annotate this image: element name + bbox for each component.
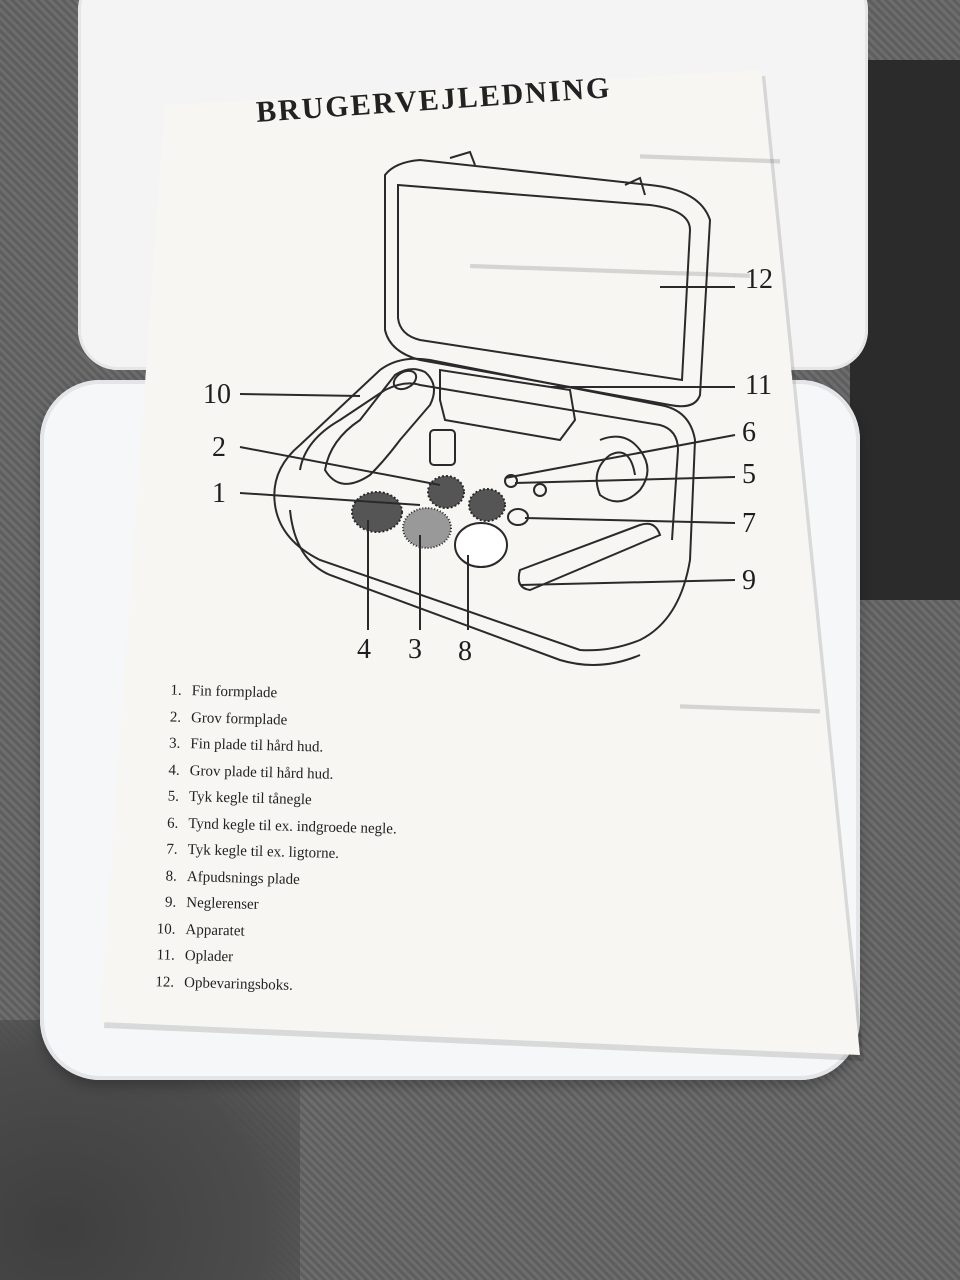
- diagram-label-10: 10: [203, 379, 231, 410]
- diagram-label-4: 4: [357, 634, 371, 665]
- diagram-label-7: 7: [742, 508, 756, 539]
- diagram-label-2: 2: [212, 432, 226, 463]
- diagram-nail-cleaner: [517, 522, 662, 592]
- diagram-charger: [439, 368, 577, 442]
- diagram-attachment-8: [454, 522, 508, 568]
- diagram-case-base: [273, 357, 697, 652]
- diagram-label-1: 1: [212, 478, 226, 509]
- diagram-label-11: 11: [745, 370, 772, 401]
- parts-list: 1.Fin formplade 2.Grov formplade 3.Fin p…: [142, 682, 470, 1008]
- diagram-label-6: 6: [742, 417, 756, 448]
- diagram-label-3: 3: [408, 634, 422, 665]
- black-box: [850, 60, 960, 600]
- diagram-attachment-1: [351, 491, 403, 533]
- diagram-cord: [595, 435, 649, 503]
- diagram-case-lid: [384, 158, 712, 408]
- diagram-attachment-2b: [468, 488, 506, 522]
- diagram-label-9: 9: [742, 565, 756, 596]
- diagram-attachment-2: [427, 475, 465, 509]
- diagram-label-5: 5: [742, 459, 756, 490]
- diagram-device: [323, 368, 435, 485]
- diagram-label-12: 12: [745, 264, 773, 295]
- diagram-attachment-7: [507, 508, 529, 526]
- diagram-label-8: 8: [458, 636, 472, 667]
- diagram-attachment-3: [402, 507, 452, 549]
